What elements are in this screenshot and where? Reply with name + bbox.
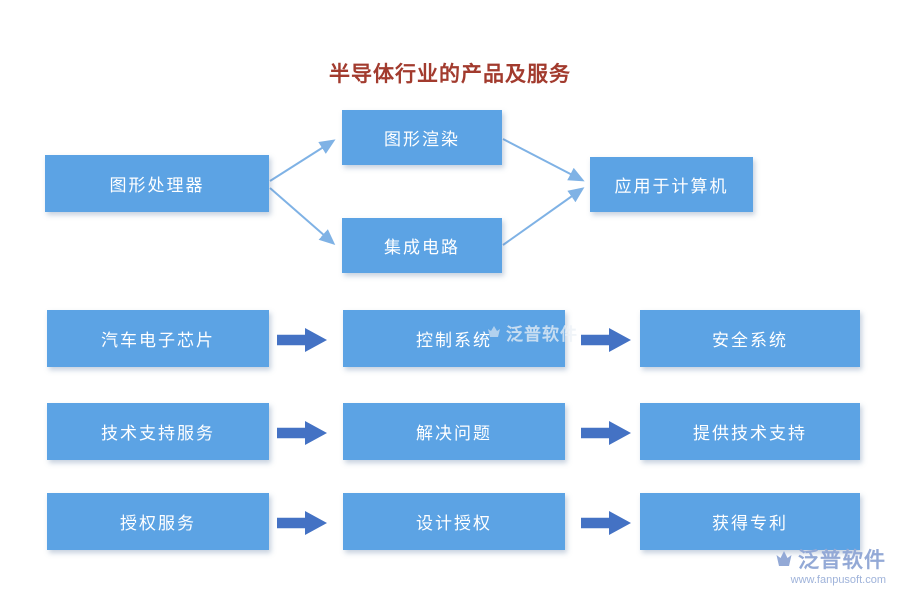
node-design-licensing: 设计授权 — [343, 493, 565, 550]
node-graphics-rendering: 图形渲染 — [342, 110, 502, 165]
node-obtain-patents: 获得专利 — [640, 493, 860, 550]
node-applied-to-computers: 应用于计算机 — [590, 157, 753, 212]
brand-url: www.fanpusoft.com — [790, 573, 886, 586]
node-provide-tech-support: 提供技术支持 — [640, 403, 860, 460]
brand-watermark: 泛普软件 www.fanpusoft.com — [774, 549, 886, 586]
node-licensing-service: 授权服务 — [47, 493, 269, 550]
fanpu-logo-icon — [776, 551, 792, 567]
arrow-branch2-to-target — [502, 187, 585, 246]
node-graphics-processor: 图形处理器 — [45, 155, 269, 212]
arrow-source-to-branch1 — [269, 139, 336, 182]
node-control-system: 控制系统 — [343, 310, 565, 367]
arrow-source-to-branch2 — [269, 187, 336, 245]
node-integrated-circuit: 集成电路 — [342, 218, 502, 273]
node-safety-system: 安全系统 — [640, 310, 860, 367]
node-solve-problems: 解决问题 — [343, 403, 565, 460]
node-tech-support-service: 技术支持服务 — [47, 403, 269, 460]
node-automotive-chips: 汽车电子芯片 — [47, 310, 269, 367]
brand-name: 泛普软件 — [798, 548, 886, 572]
diagram-title: 半导体行业的产品及服务 — [329, 63, 571, 86]
arrow-branch1-to-target — [502, 138, 585, 182]
